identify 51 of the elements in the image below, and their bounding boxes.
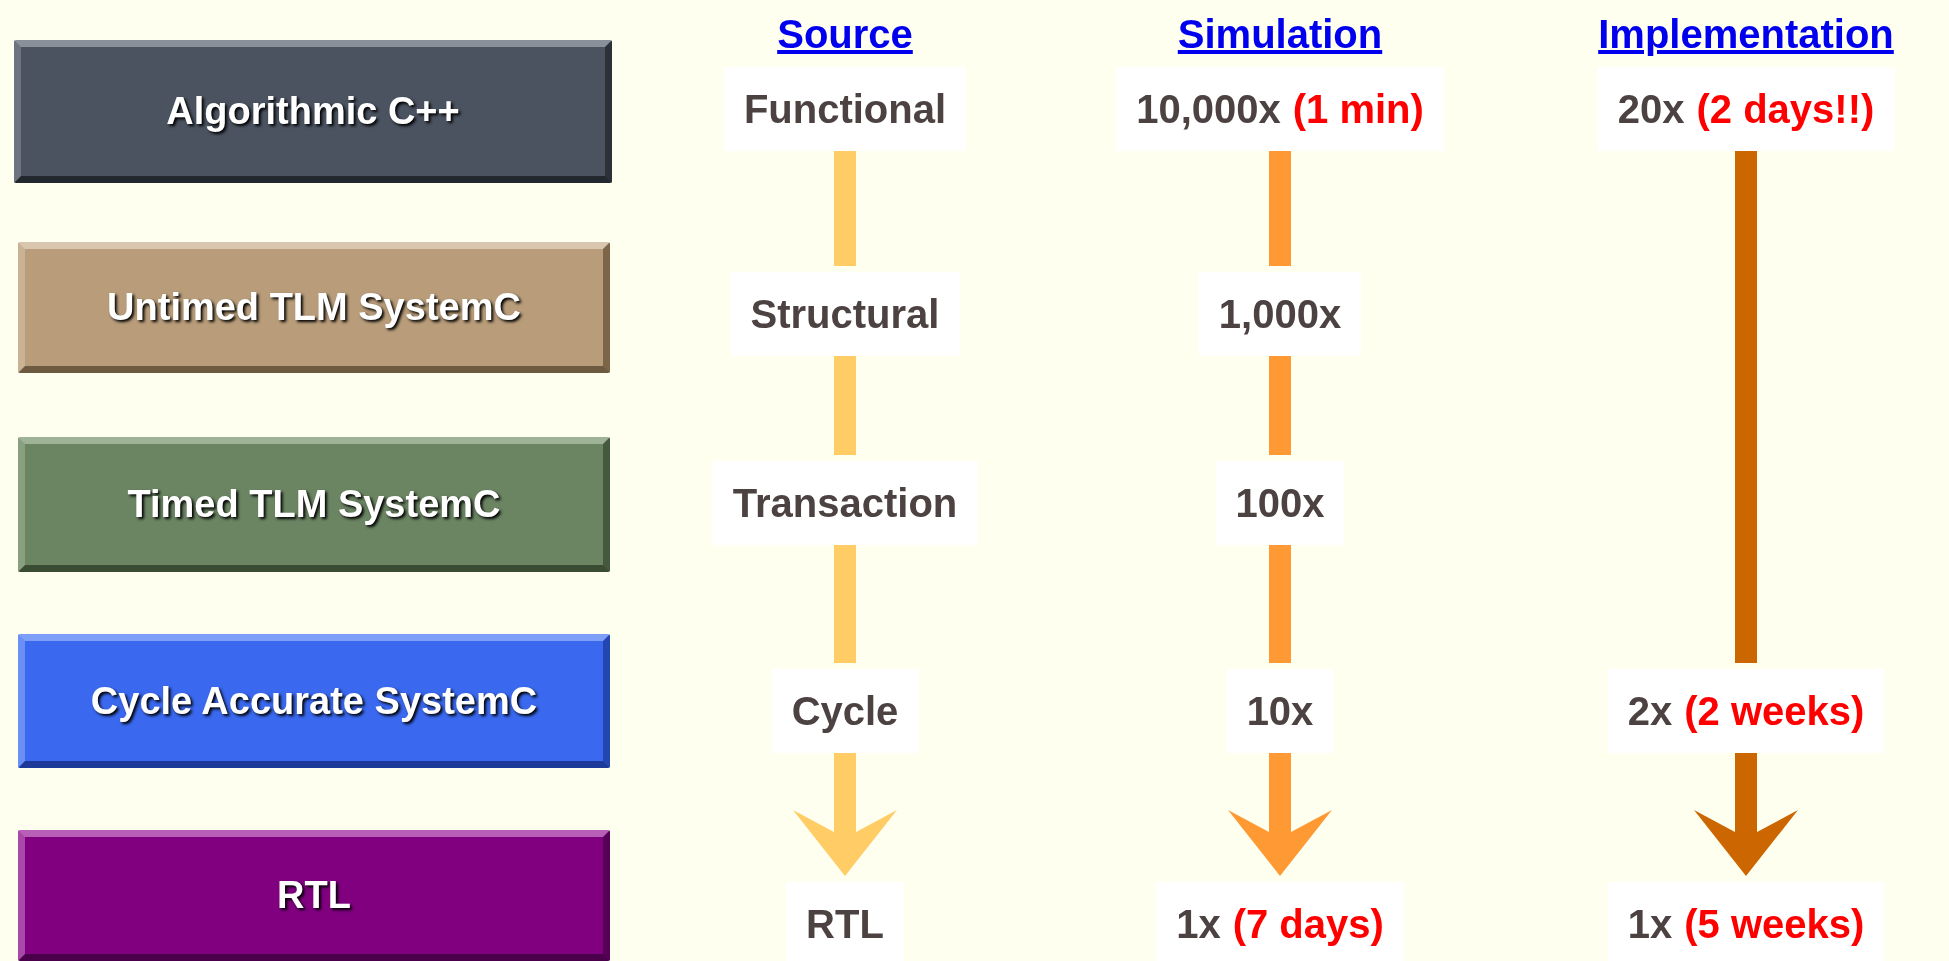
level-label: Algorithmic C++ xyxy=(166,89,460,134)
metric-box xyxy=(1215,461,1345,545)
metric-box xyxy=(723,67,967,151)
metric-box xyxy=(1198,272,1362,356)
metric-box xyxy=(1607,669,1885,753)
arrow xyxy=(1269,356,1291,455)
metric-value: 10x xyxy=(1246,688,1314,735)
metric-box xyxy=(1226,669,1334,753)
metric-value: 10,000x xyxy=(1136,86,1281,133)
metric-value: 1x xyxy=(1627,901,1673,948)
arrow xyxy=(1228,753,1332,876)
level-label: Untimed TLM SystemC xyxy=(107,285,521,330)
column-heading: Implementation xyxy=(1598,11,1894,58)
metric-value: Structural xyxy=(750,291,940,338)
metric-box xyxy=(730,272,960,356)
arrow xyxy=(834,356,856,455)
metric-value: 20x xyxy=(1617,86,1685,133)
arrow xyxy=(1694,753,1798,876)
metric-note: (1 min) xyxy=(1292,86,1424,133)
metric-note: (5 weeks) xyxy=(1684,901,1865,948)
arrow xyxy=(1269,151,1291,266)
level-label: RTL xyxy=(277,873,351,918)
arrow xyxy=(834,545,856,663)
level-box xyxy=(18,437,610,572)
metric-box xyxy=(712,461,978,545)
level-box xyxy=(18,830,610,961)
arrow xyxy=(834,151,856,266)
metric-value: Transaction xyxy=(732,480,958,527)
arrow xyxy=(793,753,897,876)
metric-value: 1x xyxy=(1176,901,1221,948)
metric-box xyxy=(771,669,919,753)
column-heading: Source xyxy=(777,11,913,58)
metric-note: (7 days) xyxy=(1232,901,1384,948)
metric-box xyxy=(1597,67,1895,151)
level-box xyxy=(18,634,610,768)
arrow xyxy=(1735,151,1757,663)
metric-value: RTL xyxy=(806,901,884,948)
metric-value: 100x xyxy=(1235,480,1325,527)
metric-box xyxy=(1116,67,1444,151)
metric-note: (2 days!!) xyxy=(1696,86,1875,133)
metric-note: (2 weeks) xyxy=(1684,688,1865,735)
metric-value: 2x xyxy=(1627,688,1673,735)
metric-value: Cycle xyxy=(791,688,899,735)
arrow xyxy=(1269,545,1291,663)
level-label: Cycle Accurate SystemC xyxy=(90,678,538,724)
level-label: Timed TLM SystemC xyxy=(127,482,501,527)
metric-value: 1,000x xyxy=(1218,291,1342,338)
level-box xyxy=(14,40,612,183)
metric-value: Functional xyxy=(743,86,947,133)
column-heading: Simulation xyxy=(1177,11,1383,58)
level-box xyxy=(18,242,610,373)
